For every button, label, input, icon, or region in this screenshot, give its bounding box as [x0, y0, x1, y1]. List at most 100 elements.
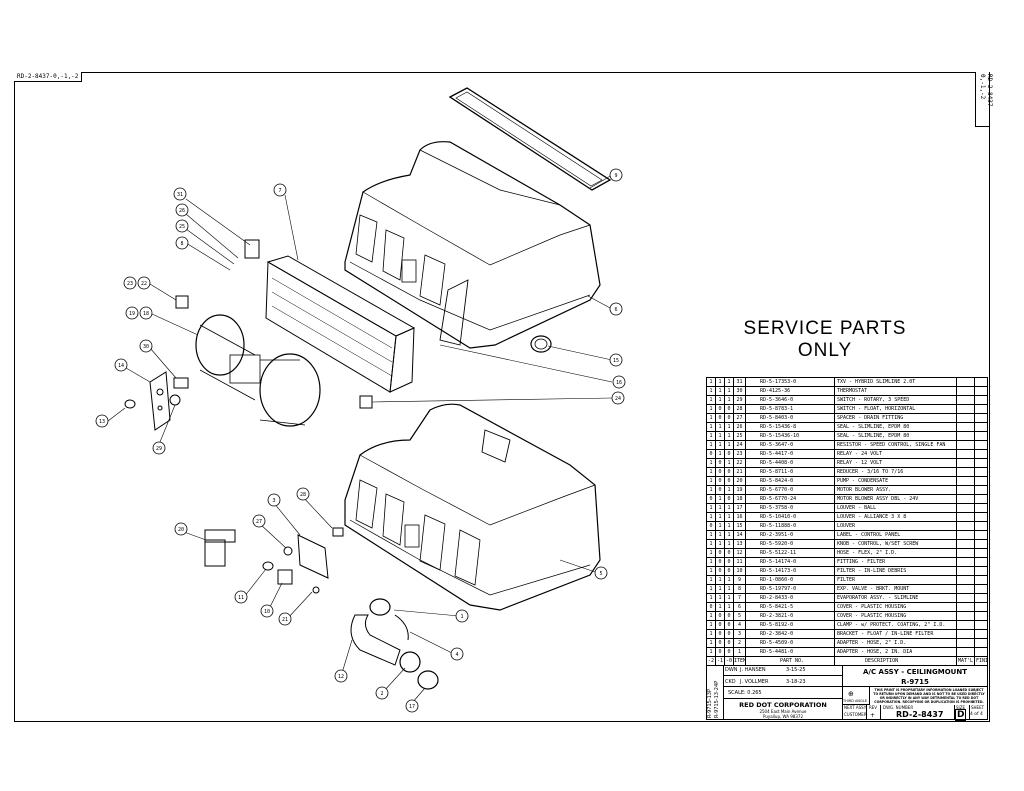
part-number: RD-5-14174-0: [745, 557, 834, 566]
dwn-row: [724, 665, 842, 676]
item-number: 12: [733, 548, 745, 557]
item-number: 18: [733, 494, 745, 503]
finish: [974, 521, 988, 530]
callout-circle: [278, 612, 292, 626]
next-assy-label: NEXT ASSY: [844, 705, 867, 710]
callout-circle: [334, 669, 348, 683]
qty-dash2: 0: [724, 611, 733, 620]
round-louver-part: [530, 335, 552, 353]
qty-dash0: 1: [706, 611, 715, 620]
projection-box: [842, 687, 870, 705]
finish: [974, 386, 988, 395]
qty-dash0: 1: [706, 548, 715, 557]
material: [956, 485, 974, 494]
item-number: 4: [733, 620, 745, 629]
description: RESISTOR - SPEED CONTROL, SINGLE FAN: [834, 440, 956, 449]
title-box: [842, 665, 988, 687]
callout-12: 12: [334, 669, 348, 683]
qty-dash0: 1: [706, 458, 715, 467]
part-number: RD-5-15436-8: [745, 422, 834, 431]
qty-dash0: 1: [706, 557, 715, 566]
callout-6: 6: [609, 302, 623, 316]
description: FITTING - FILTER: [834, 557, 956, 566]
service-heading-line1: SERVICE PARTS: [743, 318, 907, 339]
item-number: 9: [733, 575, 745, 584]
qty-dash1: 0: [715, 467, 724, 476]
chk-date: 3-18-23: [786, 679, 806, 685]
description: ADAPTER - HOSE, 2 IN. DIA: [834, 647, 956, 656]
finish: [974, 476, 988, 485]
qty-dash0: 1: [706, 377, 715, 386]
qty-dash1: 0: [715, 638, 724, 647]
qty-dash2: 0: [724, 467, 733, 476]
material: [956, 620, 974, 629]
qty-dash2: 1: [724, 512, 733, 521]
rev-value: +: [870, 712, 876, 719]
qty-dash0: 1: [706, 620, 715, 629]
item-number: 1: [733, 647, 745, 656]
qty-dash0: 1: [706, 413, 715, 422]
finish: [974, 440, 988, 449]
part-number: RD-5-8192-0: [745, 620, 834, 629]
callout-14: 14: [114, 358, 128, 372]
item-number: 3: [733, 629, 745, 638]
callout-2: 2: [375, 686, 389, 700]
material: [956, 395, 974, 404]
material: [956, 512, 974, 521]
callout-9: 9: [609, 168, 623, 182]
company-name: RED DOT CORPORATION: [739, 701, 827, 709]
callout-number: 9: [614, 173, 617, 179]
callout-number: 4: [455, 652, 458, 658]
callout-8: 8: [175, 236, 189, 250]
item-number: 6: [733, 602, 745, 611]
callout-circle: [267, 493, 281, 507]
material: [956, 440, 974, 449]
callout-22: 22: [137, 276, 151, 290]
qty-dash2: 1: [724, 395, 733, 404]
description: LABEL - CONTROL PANEL: [834, 530, 956, 539]
part-number: RD-4125-36: [745, 386, 834, 395]
qty-dash0: 0: [706, 602, 715, 611]
callout-circle: [252, 514, 266, 528]
callout-number: 27: [256, 519, 262, 525]
material: [956, 521, 974, 530]
material: [956, 413, 974, 422]
finish: [974, 584, 988, 593]
finish: [974, 602, 988, 611]
part-number: RD-5-8421-5: [745, 602, 834, 611]
callout-circle: [125, 306, 139, 320]
part-number: RD-2-3821-0: [745, 611, 834, 620]
callout-circle: [455, 609, 469, 623]
qty-dash1: 1: [715, 440, 724, 449]
item-number: 29: [733, 395, 745, 404]
upper-housing-cover: [344, 141, 601, 349]
part-number: RD-5-14173-0: [745, 566, 834, 575]
side-label-1: R-9715-13P: [707, 689, 713, 718]
material: [956, 431, 974, 440]
qty-dash1: 1: [715, 377, 724, 386]
part-number: RD-5-6770-24: [745, 494, 834, 503]
callout-13: 13: [95, 414, 109, 428]
callout-number: 1: [460, 614, 463, 620]
part-number: RD-5-10410-0: [745, 512, 834, 521]
description: LOUVER: [834, 521, 956, 530]
qty-dash2: 1: [724, 485, 733, 494]
header-dash1: -1: [715, 656, 724, 665]
callout-number: 30: [143, 344, 149, 350]
finish: [974, 629, 988, 638]
material: [956, 629, 974, 638]
qty-dash1: 0: [715, 566, 724, 575]
callout-7: 7: [273, 183, 287, 197]
description: MOTOR BLOWER ASSY DBL - 24V: [834, 494, 956, 503]
scale-text: SCALE: 0.265: [728, 690, 762, 696]
material: [956, 557, 974, 566]
